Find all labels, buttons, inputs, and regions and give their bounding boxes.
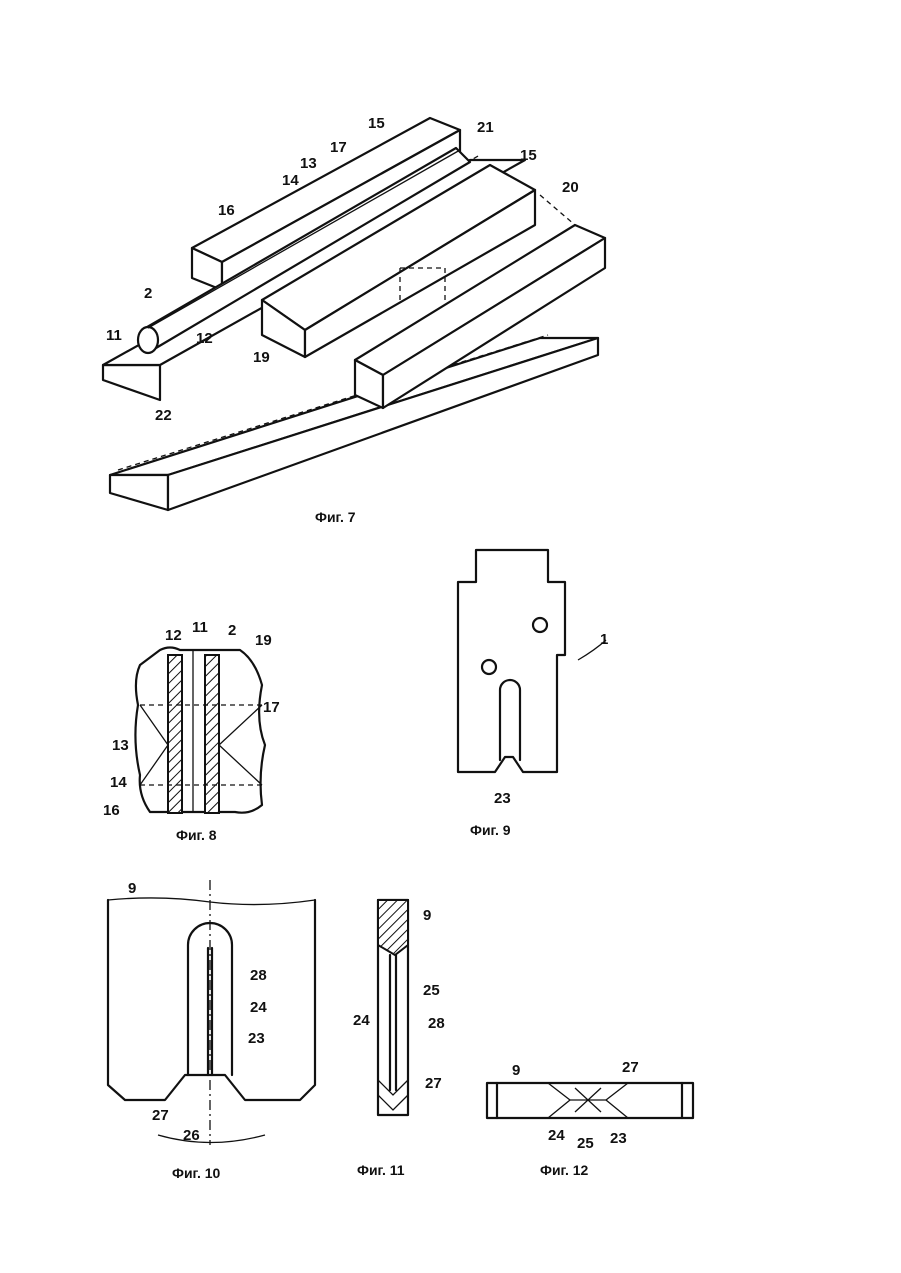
fig9-outline [458,550,565,772]
fig11-label-27: 27 [425,1075,442,1092]
label-21: 21 [477,119,494,136]
label-15: 15 [368,115,385,132]
caption-fig7: Фиг. 7 [315,509,356,525]
fig11-label-25: 25 [423,982,440,999]
fig9-slot [500,680,520,760]
figure-9: 1 23 Фиг. 9 [458,550,608,838]
caption-fig8: Фиг. 8 [176,827,217,843]
fig11-label-24: 24 [353,1012,370,1029]
fig8-label-13: 13 [112,737,129,754]
label-22: 22 [155,407,172,424]
figure-10: 9 28 24 23 27 26 Фиг. 10 [108,880,315,1181]
fig9-label-23: 23 [494,790,511,807]
fig9-hole-upper [533,618,547,632]
label-20: 20 [562,179,579,196]
fig12-label-9: 9 [512,1062,520,1079]
caption-fig11: Фиг. 11 [357,1162,405,1178]
fig8-label-17: 17 [263,699,280,716]
fig9-label-1: 1 [600,631,608,648]
fig8-label-2: 2 [228,622,236,639]
fig8-outline [135,648,265,813]
label-13: 13 [300,155,317,172]
label-12: 12 [196,330,213,347]
fig8-hatch-right [205,655,219,813]
fig8-label-16: 16 [103,802,120,819]
fig11-label-28: 28 [428,1015,445,1032]
fig10-label-28: 28 [250,967,267,984]
fig10-break-line [108,898,315,905]
label-19: 19 [253,349,270,366]
fig10-label-27: 27 [152,1107,169,1124]
label-2: 2 [144,285,152,302]
figure-7: 15 21 17 13 15 14 20 16 2 11 12 19 22 Фи… [103,115,605,525]
label-11: 11 [106,327,122,344]
fig11-hatch-top [378,900,408,955]
figure-12: 9 27 24 25 23 Фиг. 12 [487,1059,693,1178]
fig12-label-25: 25 [577,1135,594,1152]
strip-22-top [110,338,598,475]
figure-8: 12 11 2 19 17 13 14 16 Фиг. 8 [103,619,280,843]
fig9-hole-lower [482,660,496,674]
label-16: 16 [218,202,235,219]
caption-fig10: Фиг. 10 [172,1165,221,1181]
fig8-label-14: 14 [110,774,127,791]
label-15b: 15 [520,147,537,164]
fig8-label-12: 12 [165,627,182,644]
fig10-label-9: 9 [128,880,136,897]
fig11-label-9: 9 [423,907,431,924]
fig12-label-27: 27 [622,1059,639,1076]
fig8-hatch-left [168,655,182,813]
label-17: 17 [330,139,347,156]
fig12-label-24: 24 [548,1127,565,1144]
fig10-angle-arc [158,1135,265,1143]
figure-11: 9 25 24 28 27 Фиг. 11 [353,900,445,1178]
caption-fig9: Фиг. 9 [470,822,511,838]
label-14: 14 [282,172,299,189]
fig12-label-23: 23 [610,1130,627,1147]
fig10-label-23: 23 [248,1030,265,1047]
caption-fig12: Фиг. 12 [540,1162,589,1178]
rod-end-11 [138,327,158,353]
fig8-label-19: 19 [255,632,272,649]
fig10-label-24: 24 [250,999,267,1016]
fig8-label-11: 11 [192,619,208,636]
strip-22-front [110,475,168,510]
tab-front [103,365,160,400]
fig10-label-26: 26 [183,1127,200,1144]
